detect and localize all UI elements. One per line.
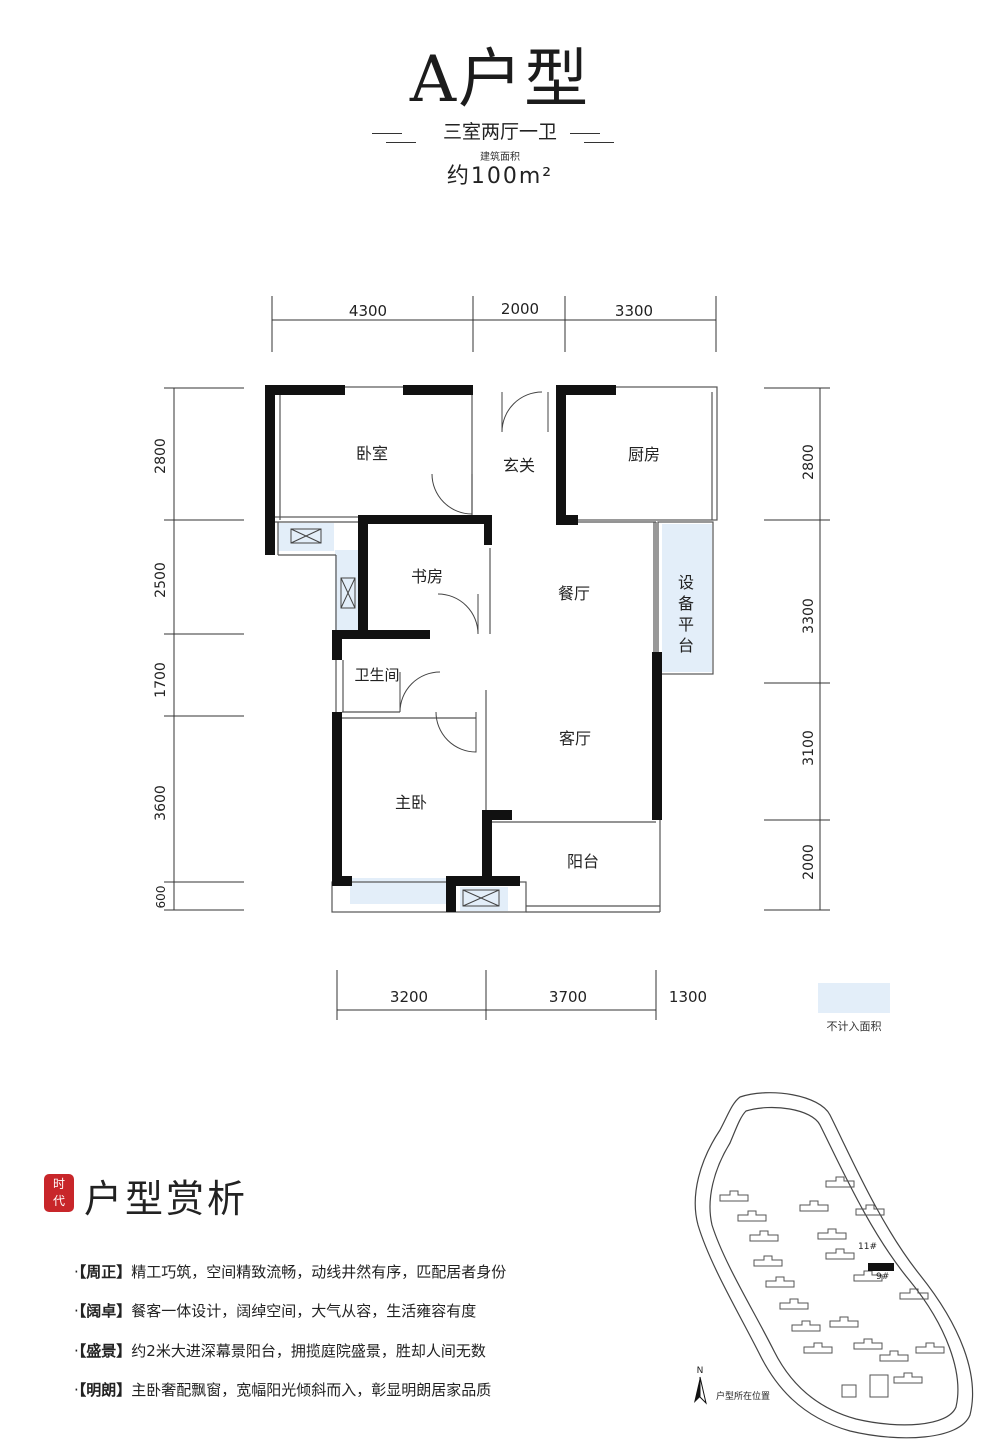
north-arrow-icon	[694, 1377, 700, 1403]
door-swings	[399, 391, 549, 753]
load-walls	[265, 385, 662, 912]
dim-top-2: 2000	[501, 300, 539, 318]
feature-bullet: ·	[74, 1302, 79, 1320]
page-title: A户型	[409, 43, 591, 117]
dim-bottom-2: 3700	[549, 988, 587, 1006]
room-bathroom: 卫生间	[354, 666, 399, 684]
legend-swatch	[818, 983, 890, 1013]
building-label-11: 11#	[858, 1242, 877, 1252]
analysis-title: 户型赏析	[84, 1177, 249, 1221]
room-bedroom: 卧室	[356, 444, 388, 463]
north-label: N	[697, 1366, 704, 1376]
feature-tag: 【明朗】	[78, 1381, 132, 1399]
feature-tag: 【周正】	[78, 1263, 132, 1281]
room-foyer: 玄关	[503, 456, 535, 475]
site-boundary	[694, 1092, 974, 1439]
feature-bullet: ·	[74, 1381, 79, 1399]
dim-top-1: 4300	[349, 302, 387, 320]
room-study: 书房	[411, 567, 443, 586]
feature-text: 约2米大进深幕景阳台，拥揽庭院盛景，胜却人间无数	[131, 1342, 486, 1360]
layout-subtitle: 三室两厅一卫	[442, 121, 557, 143]
dim-left-2: 2500	[153, 562, 169, 598]
building-label-9: 9#	[876, 1272, 889, 1282]
non-counted-areas	[278, 523, 712, 911]
feature-tag: 【阔卓】	[78, 1302, 132, 1320]
room-master-bedroom: 主卧	[395, 793, 427, 812]
area-value: 约100m²	[446, 164, 554, 189]
feature-text: 主卧奢配飘窗，宽幅阳光倾斜而入，彰显明朗居家品质	[131, 1381, 492, 1399]
room-balcony: 阳台	[567, 852, 599, 871]
dim-bottom-3: 1300	[669, 988, 707, 1006]
feature-item: ·【阔卓】餐客一体设计，阔绰空间，大气从容，生活雍容有度	[74, 1300, 476, 1321]
dim-bottom-1: 3200	[390, 988, 428, 1006]
dim-left-4: 3600	[153, 785, 169, 821]
dim-top-3: 3300	[615, 302, 653, 320]
feature-tag: 【盛景】	[78, 1342, 132, 1360]
feature-text: 餐客一体设计，阔绰空间，大气从容，生活雍容有度	[131, 1302, 477, 1320]
decor-line-left	[372, 133, 402, 134]
ac-units	[290, 528, 500, 907]
decor-line-right-2	[584, 142, 614, 143]
dimension-lines	[164, 296, 830, 1020]
floor-plan: 4300 2000 3300 3200 3700 1300 2800 2500 …	[153, 296, 830, 1020]
room-equipment-platform: 设备平台	[677, 573, 694, 655]
decor-line-left-2	[386, 142, 416, 143]
dim-right-1: 2800	[801, 444, 817, 480]
dim-right-2: 3300	[801, 598, 817, 634]
site-map: 11# 9# N 户型所在位置	[694, 1092, 974, 1439]
north-arrow-outline	[699, 1376, 707, 1405]
building-outlines	[719, 1176, 945, 1398]
room-dining: 餐厅	[558, 584, 590, 603]
dim-right-3: 3100	[801, 730, 817, 766]
room-kitchen: 厨房	[628, 445, 660, 464]
feature-item: ·【明朗】主卧奢配飘窗，宽幅阳光倾斜而入，彰显明朗居家品质	[74, 1379, 491, 1400]
seal-text: 时代	[52, 1177, 65, 1208]
area-label: 建筑面积	[480, 152, 520, 163]
dim-left-3: 1700	[153, 662, 169, 698]
decor-line-right	[570, 133, 600, 134]
feature-bullet: ·	[74, 1342, 79, 1360]
dim-left-5: 600	[154, 886, 168, 909]
feature-item: ·【周正】精工巧筑，空间精致流畅，动线井然有序，匹配居者身份	[74, 1261, 506, 1282]
highlight-building	[868, 1263, 894, 1271]
feature-bullet: ·	[74, 1263, 79, 1281]
dim-right-4: 2000	[801, 844, 817, 880]
site-map-label: 户型所在位置	[716, 1390, 770, 1402]
seal-stamp: 时代	[44, 1174, 74, 1212]
feature-item: ·【盛景】约2米大进深幕景阳台，拥揽庭院盛景，胜却人间无数	[74, 1340, 486, 1361]
dim-left-1: 2800	[153, 438, 169, 474]
legend-label: 不计入面积	[826, 1020, 882, 1033]
room-living: 客厅	[559, 729, 591, 748]
feature-text: 精工巧筑，空间精致流畅，动线井然有序，匹配居者身份	[131, 1263, 507, 1281]
